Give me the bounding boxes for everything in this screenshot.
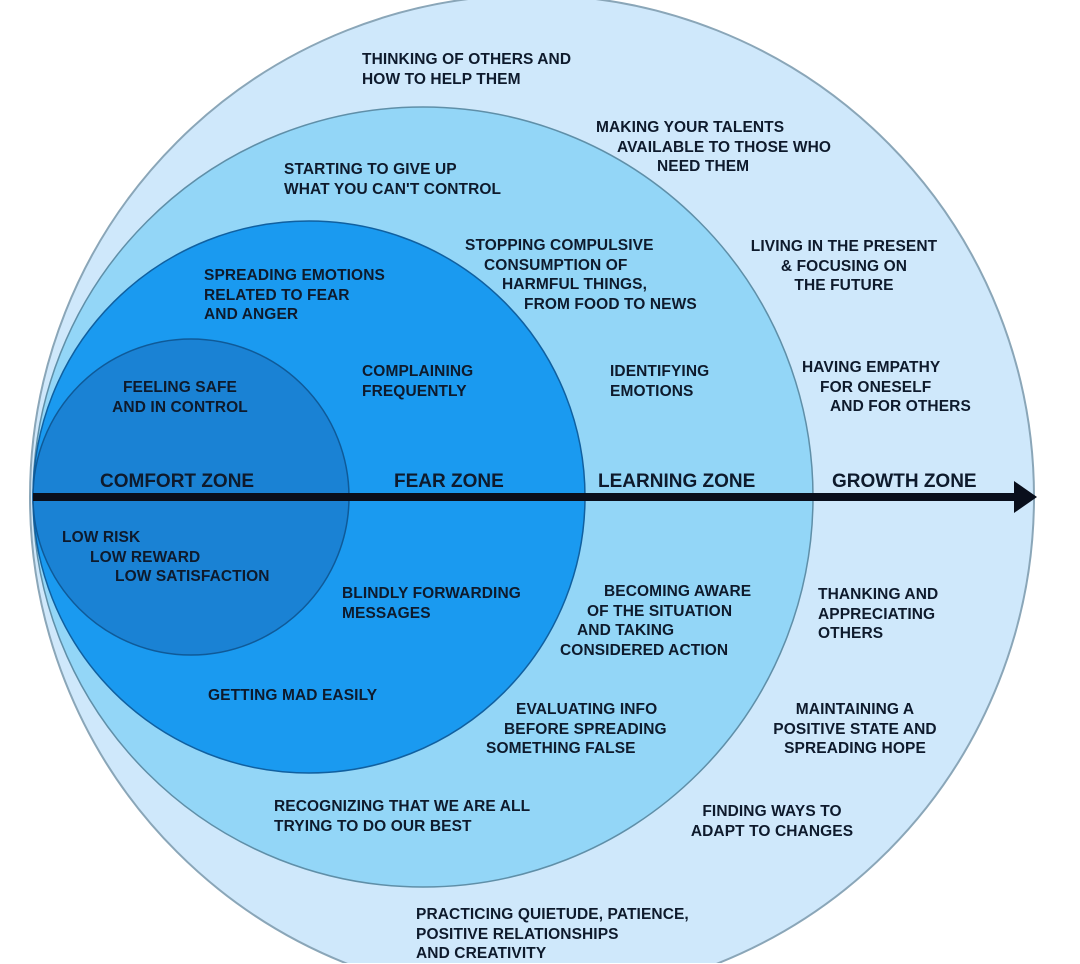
learning-zone-label: LEARNING ZONE [598,471,756,492]
growth-talents: MAKING YOUR TALENTS AVAILABLE TO THOSE W… [596,118,831,177]
learning-give-up: STARTING TO GIVE UP WHAT YOU CAN'T CONTR… [284,160,501,199]
text-line: AND TAKING [577,622,675,639]
text-line: OTHERS [818,625,884,642]
text-line: EVALUATING INFO [516,701,658,718]
growth-thinking: THINKING OF OTHERS AND HOW TO HELP THEM [362,50,571,89]
text-line: & FOCUSING ON [780,257,908,275]
text-line: LOW RISK [62,529,141,546]
text-line: CONSIDERED ACTION [560,641,729,659]
comfort-feeling-safe: FEELING SAFE AND IN CONTROL [88,378,272,417]
text-line: HAVING EMPATHY [802,359,941,376]
text-line: THANKING AND [818,586,939,603]
comfort-low: LOW RISK LOW REWARD LOW SATISFACTION [62,528,270,587]
text-line: THE FUTURE [794,277,894,294]
text-line: FOR ONESELF [820,378,932,396]
text-line: RELATED TO FEAR [204,286,350,304]
fear-zone-label: FEAR ZONE [394,471,504,492]
text-line: LOW REWARD [90,548,201,566]
text-line: PRACTICING QUIETUDE, PATIENCE, [416,906,689,923]
learning-identifying: IDENTIFYING EMOTIONS [610,362,709,401]
arrow-shaft [33,493,1018,501]
text-line: SPREADING HOPE [784,740,926,757]
text-line: AND ANGER [204,306,299,323]
growth-positive: MAINTAINING A POSITIVE STATE AND SPREADI… [750,700,960,759]
text-line: RECOGNIZING THAT WE ARE ALL [274,798,531,815]
text-line: AND CREATIVITY [416,945,547,962]
text-line: GETTING MAD EASILY [208,687,378,704]
comfort-zone-label: COMFORT ZONE [100,471,255,492]
text-line: BECOMING AWARE [604,583,752,600]
learning-evaluating: EVALUATING INFO BEFORE SPREADING SOMETHI… [486,700,667,759]
fear-complaining: COMPLAINING FREQUENTLY [362,362,473,401]
text-line: LOW SATISFACTION [115,568,270,585]
fear-forwarding: BLINDLY FORWARDING MESSAGES [342,584,521,623]
text-line: COMPLAINING [362,363,474,380]
learning-recognizing: RECOGNIZING THAT WE ARE ALL TRYING TO DO… [274,797,530,836]
growth-zone-label: GROWTH ZONE [832,471,977,492]
text-line: THINKING OF OTHERS AND [362,51,572,68]
growth-present: LIVING IN THE PRESENT & FOCUSING ON THE … [728,237,960,296]
text-line: MAINTAINING A [795,701,915,718]
text-line: LIVING IN THE PRESENT [750,238,938,255]
text-line: IDENTIFYING [610,363,710,380]
text-line: BEFORE SPREADING [504,720,667,738]
text-line: EMOTIONS [610,382,694,400]
text-line: WHAT YOU CAN'T CONTROL [284,180,502,198]
text-line: FEELING SAFE [122,379,237,396]
fear-mad: GETTING MAD EASILY [208,686,377,706]
text-line: HARMFUL THINGS, [502,276,648,293]
text-line: MESSAGES [342,604,431,622]
text-line: AVAILABLE TO THOSE WHO [617,138,832,156]
learning-aware: BECOMING AWARE OF THE SITUATION AND TAKI… [560,582,751,660]
growth-empathy: HAVING EMPATHY FOR ONESELF AND FOR OTHER… [802,358,971,417]
text-line: SPREADING EMOTIONS [204,267,385,284]
text-line: ADAPT TO CHANGES [690,822,854,840]
text-line: POSITIVE RELATIONSHIPS [416,925,619,943]
text-line: MAKING YOUR TALENTS [596,119,785,136]
fear-spreading: SPREADING EMOTIONS RELATED TO FEAR AND A… [204,266,385,325]
text-line: STOPPING COMPULSIVE [465,237,654,254]
growth-thanking: THANKING AND APPRECIATING OTHERS [818,585,938,644]
learning-stopping: STOPPING COMPULSIVE CONSUMPTION OF HARMF… [465,236,697,314]
growth-quietude: PRACTICING QUIETUDE, PATIENCE, POSITIVE … [416,905,689,964]
growth-adapt: FINDING WAYS TO ADAPT TO CHANGES [670,802,874,841]
text-line: AND FOR OTHERS [830,398,971,415]
text-line: FROM FOOD TO NEWS [524,295,697,313]
text-line: NEED THEM [657,158,750,175]
text-line: STARTING TO GIVE UP [284,161,457,178]
text-line: AND IN CONTROL [112,398,248,416]
text-line: BLINDLY FORWARDING [342,585,521,602]
text-line: HOW TO HELP THEM [362,70,521,88]
text-line: FINDING WAYS TO [702,803,842,820]
text-line: OF THE SITUATION [587,602,733,620]
text-line: SOMETHING FALSE [486,740,636,757]
text-line: FREQUENTLY [362,382,467,400]
arrow-head [1014,481,1037,513]
text-line: POSITIVE STATE AND [773,720,937,738]
text-line: TRYING TO DO OUR BEST [274,817,472,835]
text-line: APPRECIATING [818,605,936,623]
text-line: CONSUMPTION OF [484,256,628,274]
